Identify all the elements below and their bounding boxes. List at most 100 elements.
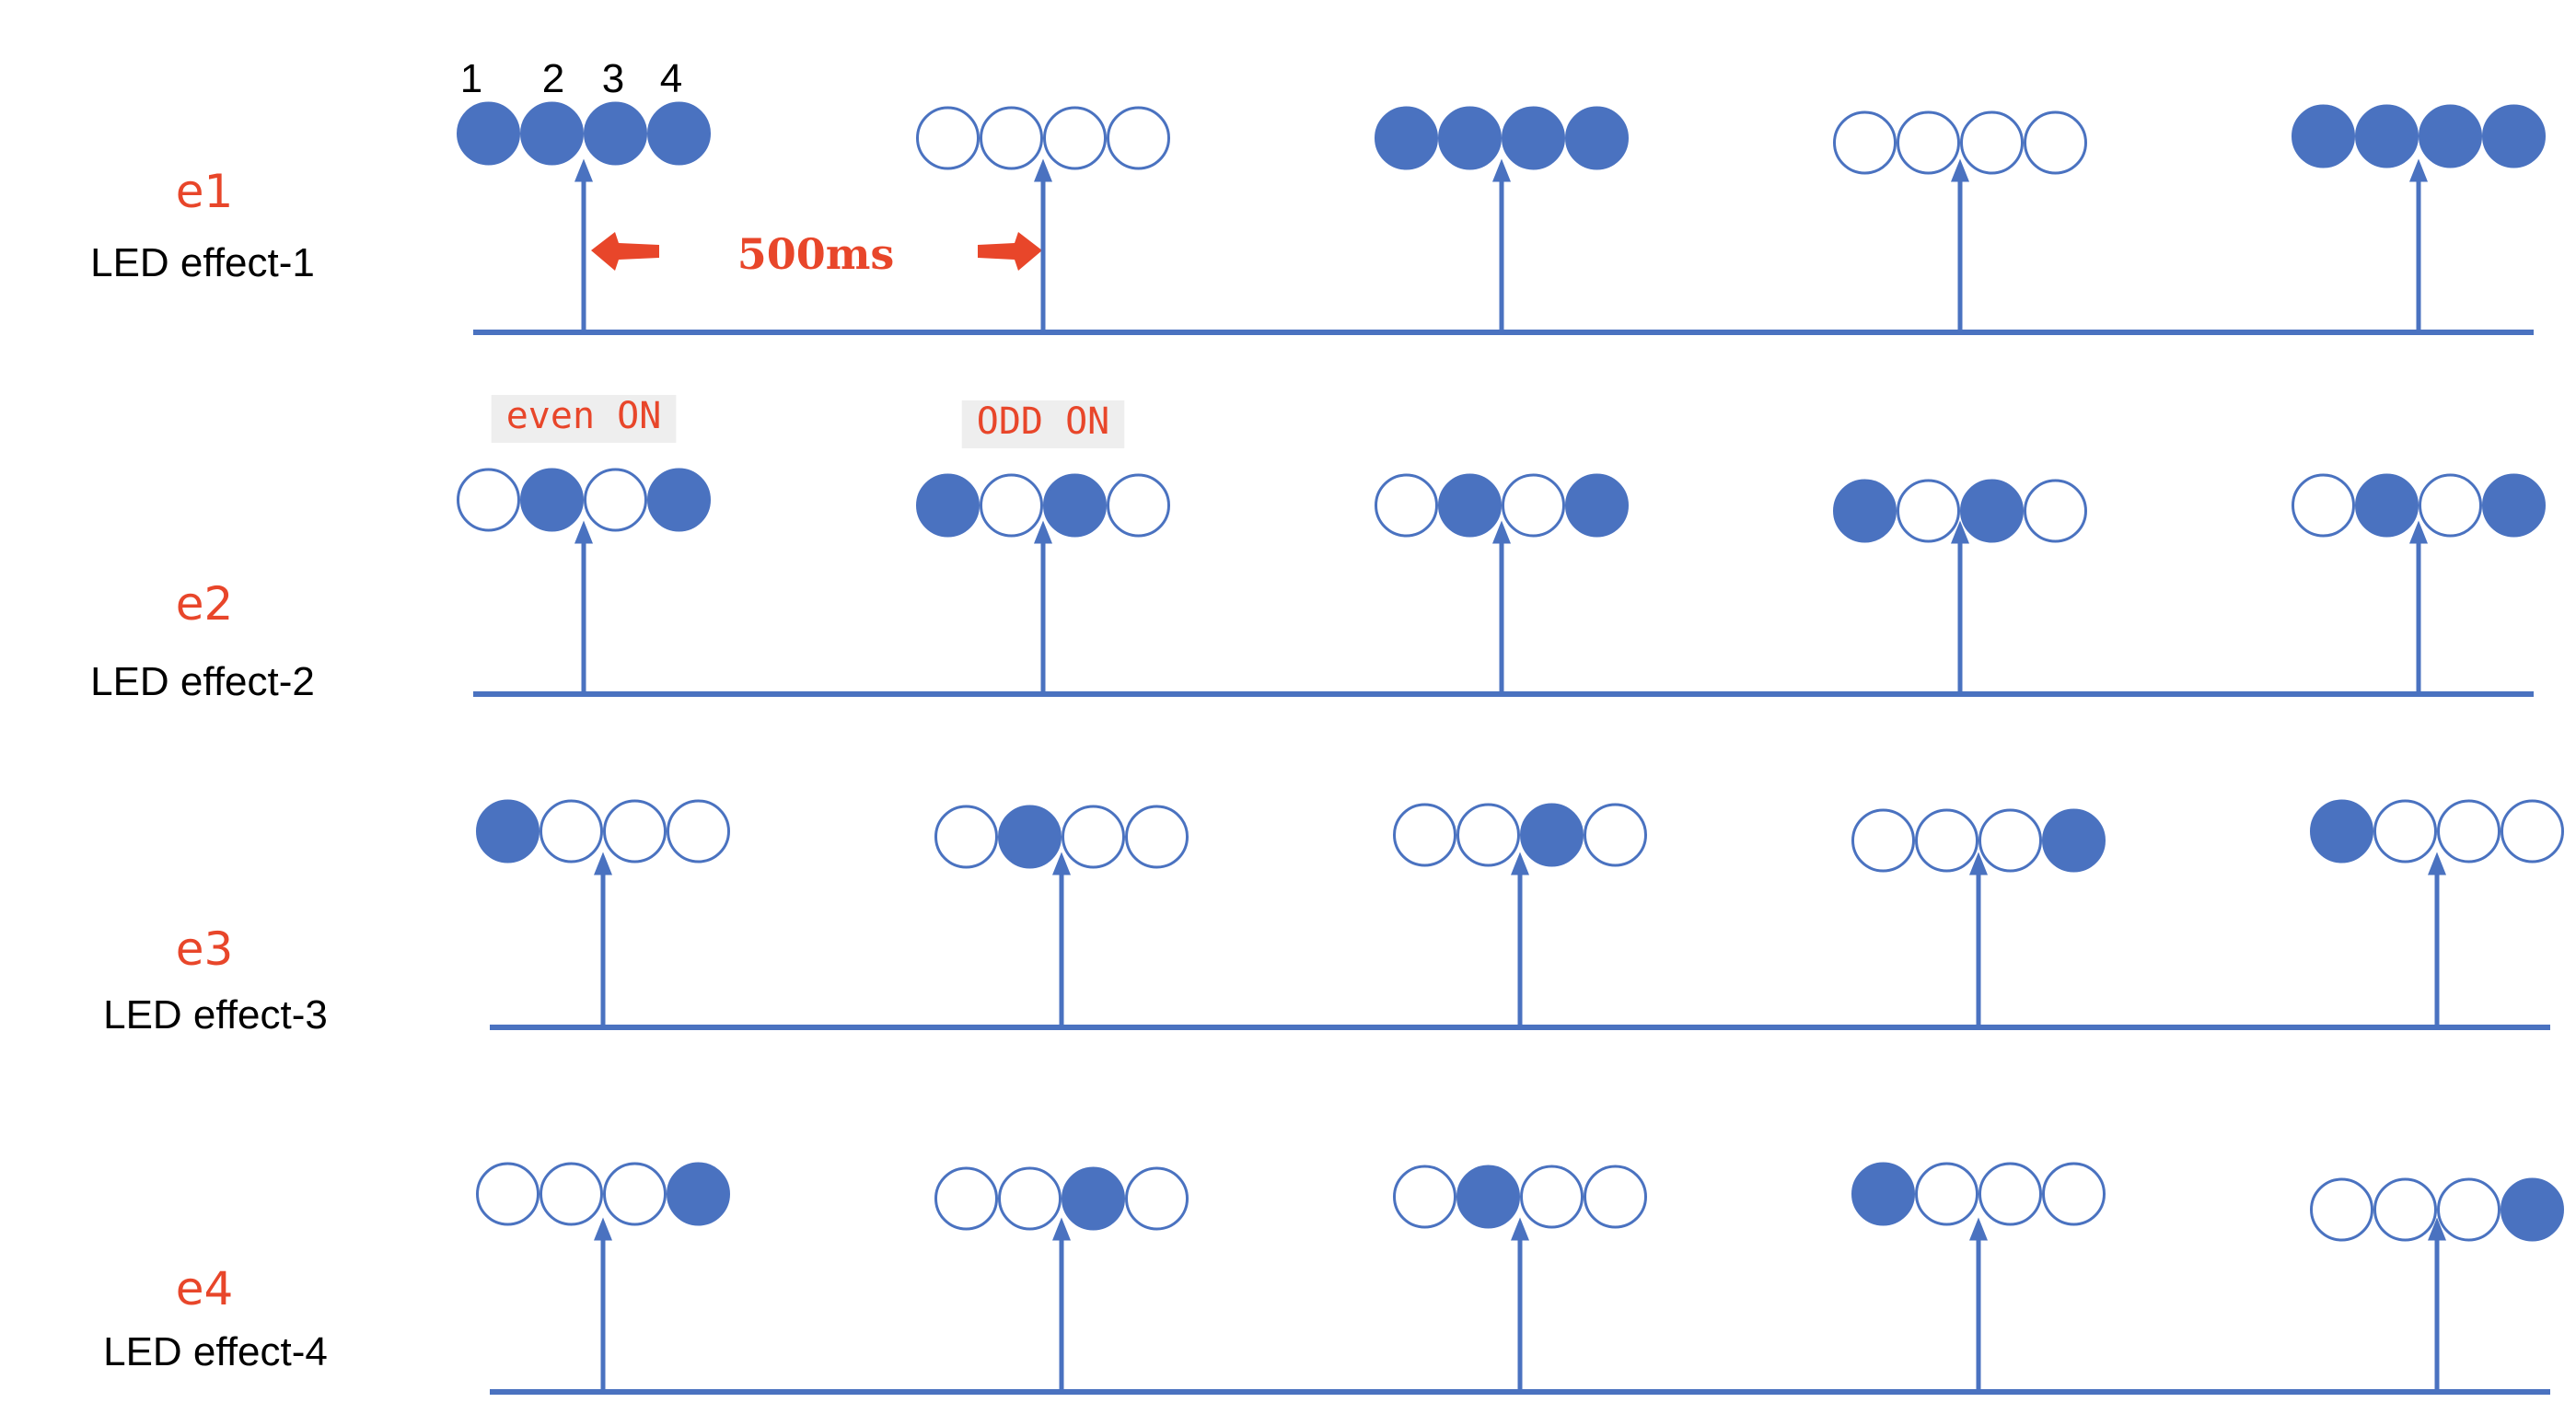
effect-code-e3: e3: [176, 922, 234, 976]
led-off: [934, 1166, 998, 1231]
led-on: [2482, 104, 2546, 168]
led-on: [2355, 104, 2419, 168]
led-off: [1375, 473, 1438, 538]
led-group: [457, 468, 711, 532]
led-off: [667, 799, 730, 863]
led-group: [2310, 1177, 2564, 1242]
effect-row-2: even ON ODD ON: [457, 395, 2546, 697]
led-on: [584, 101, 647, 166]
interval-annotation: 500ms: [591, 229, 1042, 279]
led-off: [1393, 1165, 1456, 1229]
led-on: [647, 101, 711, 166]
led-group: [1393, 1165, 1647, 1229]
led-off: [2292, 473, 2355, 538]
led-off: [1502, 473, 1565, 538]
led-on: [520, 468, 584, 532]
led-group: [916, 106, 1170, 170]
led-on: [476, 799, 540, 863]
led-off: [1915, 808, 1978, 873]
led-off: [540, 799, 603, 863]
interval-label: 500ms: [737, 229, 895, 279]
led-off: [1062, 805, 1125, 869]
led-on: [2310, 799, 2373, 863]
led-on: [1062, 1166, 1125, 1231]
effect-name-2: LED effect-2: [90, 659, 315, 704]
led-off: [1584, 803, 1647, 867]
led-off: [1043, 106, 1107, 170]
led-off: [603, 1162, 667, 1226]
led-off: [584, 468, 647, 532]
led-off: [1456, 803, 1520, 867]
led-off: [1125, 805, 1189, 869]
led-off: [1978, 1162, 2042, 1226]
led-number-2: 2: [542, 56, 564, 101]
led-off: [1393, 803, 1456, 867]
led-off: [457, 468, 520, 532]
effect-row-1: [457, 101, 2546, 335]
led-on: [1375, 106, 1438, 170]
led-off: [980, 473, 1043, 538]
effect-row-4: [476, 1162, 2564, 1395]
led-off: [1978, 808, 2042, 873]
effect-name-3: LED effect-3: [103, 992, 328, 1037]
led-group: [1851, 808, 2106, 873]
state-label-background: [491, 395, 677, 443]
led-group: [1851, 1162, 2106, 1226]
led-on: [1438, 106, 1502, 170]
led-on: [1520, 803, 1584, 867]
led-on: [2292, 104, 2355, 168]
led-off: [2437, 799, 2501, 863]
effect-code-e2: e2: [176, 577, 234, 631]
effect-code-e1: e1: [176, 165, 234, 218]
led-off: [998, 1166, 1062, 1231]
led-off: [1897, 110, 1960, 175]
led-group: [476, 799, 730, 863]
led-group: [934, 805, 1189, 869]
state-label: ODD ON: [977, 400, 1110, 443]
led-on: [1851, 1162, 1915, 1226]
led-off: [2024, 479, 2087, 543]
led-group: [934, 1166, 1189, 1231]
led-number-3: 3: [602, 56, 624, 101]
led-on: [916, 473, 980, 538]
led-on: [2501, 1177, 2564, 1242]
interval-arrow-right-icon: [978, 232, 1042, 271]
led-on: [1456, 1165, 1520, 1229]
led-number-1: 1: [460, 56, 482, 101]
interval-arrow-left-icon: [591, 232, 659, 271]
led-group: [1833, 110, 2087, 175]
led-on: [647, 468, 711, 532]
led-off: [1897, 479, 1960, 543]
effect-code-e4: e4: [176, 1262, 234, 1315]
led-group: [2310, 799, 2564, 863]
led-group: [2292, 473, 2546, 538]
led-group: [1833, 479, 2087, 543]
led-group: [1375, 473, 1629, 538]
led-on: [2355, 473, 2419, 538]
led-off: [2501, 799, 2564, 863]
led-off: [1520, 1165, 1584, 1229]
led-on: [1960, 479, 2024, 543]
effect-name-1: LED effect-1: [90, 240, 315, 285]
led-off: [1960, 110, 2024, 175]
led-off: [1107, 106, 1170, 170]
led-on: [1043, 473, 1107, 538]
led-off: [2310, 1177, 2373, 1242]
led-on: [1438, 473, 1502, 538]
led-off: [603, 799, 667, 863]
led-on: [2042, 808, 2106, 873]
led-group: [1393, 803, 1647, 867]
led-off: [476, 1162, 540, 1226]
led-on: [520, 101, 584, 166]
led-off: [1833, 110, 1897, 175]
led-on: [1565, 473, 1629, 538]
led-group: [916, 473, 1170, 538]
state-label: even ON: [506, 395, 662, 437]
led-off: [934, 805, 998, 869]
led-off: [916, 106, 980, 170]
led-on: [998, 805, 1062, 869]
led-off: [1107, 473, 1170, 538]
led-off: [540, 1162, 603, 1226]
led-off: [2042, 1162, 2106, 1226]
